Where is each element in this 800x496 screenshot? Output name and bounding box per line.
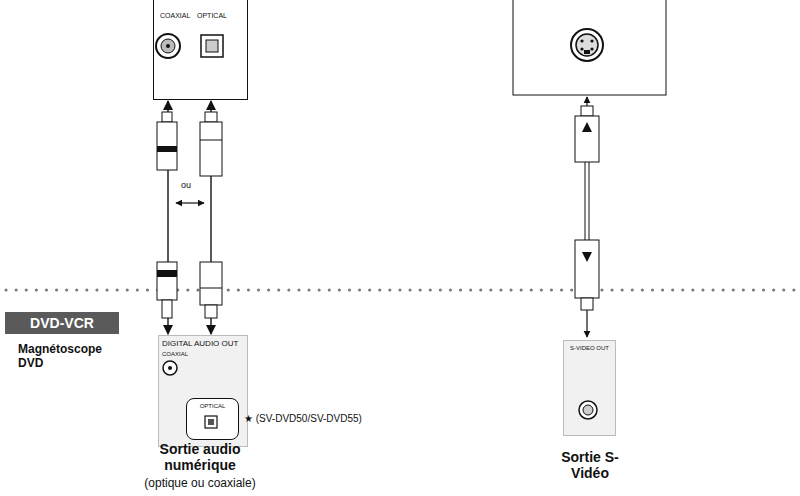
drawing-part [575, 116, 599, 162]
drawing-part [582, 252, 592, 262]
drawing-part [157, 262, 177, 300]
panel-label: DVD-VCR [5, 315, 119, 331]
drawing-part [581, 106, 593, 116]
drawing-part [580, 47, 583, 50]
drawing-part [513, 0, 666, 95]
drawing-part [163, 361, 177, 375]
drawing-part [162, 300, 172, 318]
caption-label: (optique ou coaxiale) [100, 477, 300, 491]
drawing-part [582, 122, 592, 132]
drawing-part [201, 35, 223, 57]
drawing-part [205, 416, 217, 428]
caption-label: Sortie audio numérique [140, 441, 260, 473]
drawing-part [584, 50, 590, 54]
drawing-part [581, 298, 593, 310]
drawing-part [157, 122, 177, 170]
caption-label: Magnétoscope DVD [18, 343, 118, 371]
panel-box: DIGITAL AUDIO OUT COAXIAL OPTICAL [158, 335, 248, 447]
caption-label: Sortie S-Vidéo [550, 449, 630, 481]
panel-label: COAXIAL [162, 351, 188, 358]
panel-box: DVD-VCR [5, 312, 119, 334]
panel-label: S-VIDEO OUT [564, 345, 615, 352]
panel-label: DIGITAL AUDIO OUT [162, 339, 238, 348]
drawing-part [157, 146, 177, 152]
caption-label: ou [181, 180, 191, 190]
caption-label: ★ (SV-DVD50/SV-DVD55) [244, 413, 362, 425]
drawing-part [200, 140, 222, 141]
drawing-part [583, 405, 593, 415]
drawing-part [575, 240, 599, 298]
drawing-part [205, 112, 217, 122]
panel-box: S-VIDEO OUT [563, 340, 616, 436]
drawing-part [208, 419, 214, 425]
drawing-part [206, 40, 218, 52]
drawing-part [200, 262, 222, 305]
drawing-part [166, 44, 170, 48]
panel-label: OPTICAL [197, 12, 227, 20]
jack-symbol [563, 340, 615, 436]
panel-box: COAXIAL OPTICAL [153, 0, 248, 100]
drawing-part [571, 29, 603, 61]
drawing-part [590, 39, 593, 42]
drawing-part [200, 288, 222, 289]
drawing-part [162, 112, 172, 122]
drawing-part [200, 122, 222, 176]
drawing-part [168, 366, 172, 370]
drawing-part [585, 162, 586, 240]
drawing-part [579, 401, 597, 419]
drawing-part [576, 34, 598, 56]
drawing-part [586, 310, 587, 337]
drawing-part [6, 289, 796, 292]
drawing-part [589, 162, 590, 240]
drawing-part [205, 305, 217, 318]
drawing-part [580, 39, 583, 42]
drawing-part [176, 202, 204, 203]
drawing-part [156, 34, 180, 58]
drawing-part [157, 270, 177, 277]
panel-label: COAXIAL [160, 12, 190, 20]
panel-box: OPTICAL [186, 398, 239, 440]
drawing-part [590, 47, 593, 50]
drawing-part [161, 39, 175, 53]
panel-label: OPTICAL [187, 403, 238, 410]
